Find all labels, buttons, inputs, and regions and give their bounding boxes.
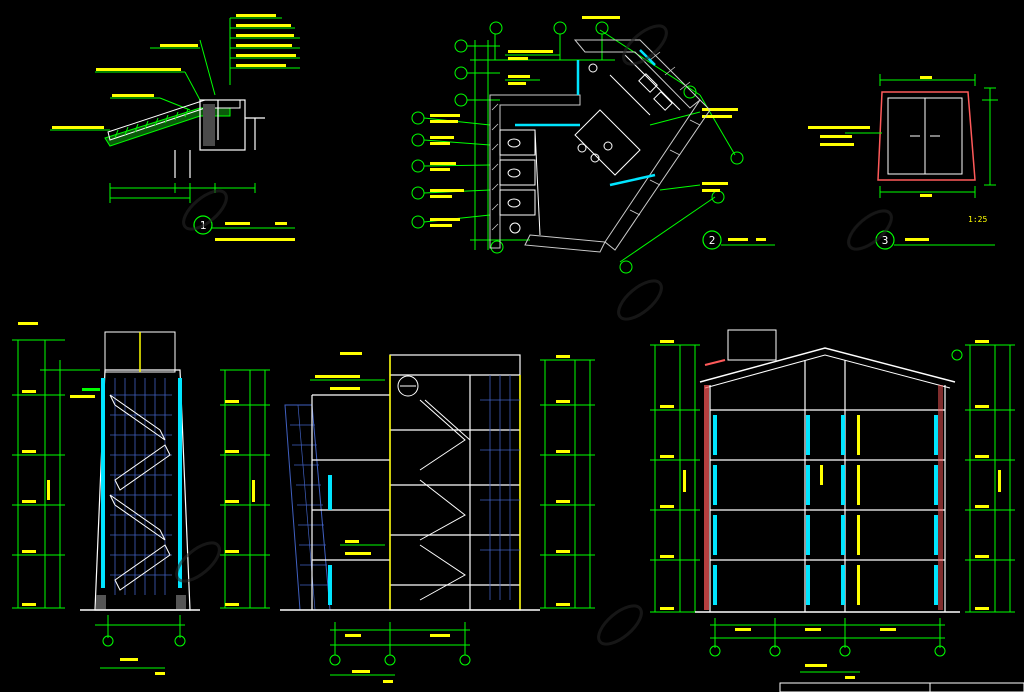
watermark [175, 24, 893, 646]
elevation-stair-section [220, 352, 595, 683]
detail-2-toilet-plan: 2 [411, 16, 775, 274]
elevation-stair-tower [12, 322, 200, 675]
detail-2-callout [702, 230, 722, 250]
detail-1-callout [193, 215, 213, 235]
elevation-main-section [650, 329, 1024, 692]
detail-2-number: 2 [709, 234, 716, 247]
detail-3-window: 1:25 3 [808, 74, 998, 250]
detail-3-number: 3 [882, 234, 889, 247]
detail-1-eave-section: 1 [50, 14, 300, 241]
detail-3-scale: 1:25 [968, 215, 987, 224]
